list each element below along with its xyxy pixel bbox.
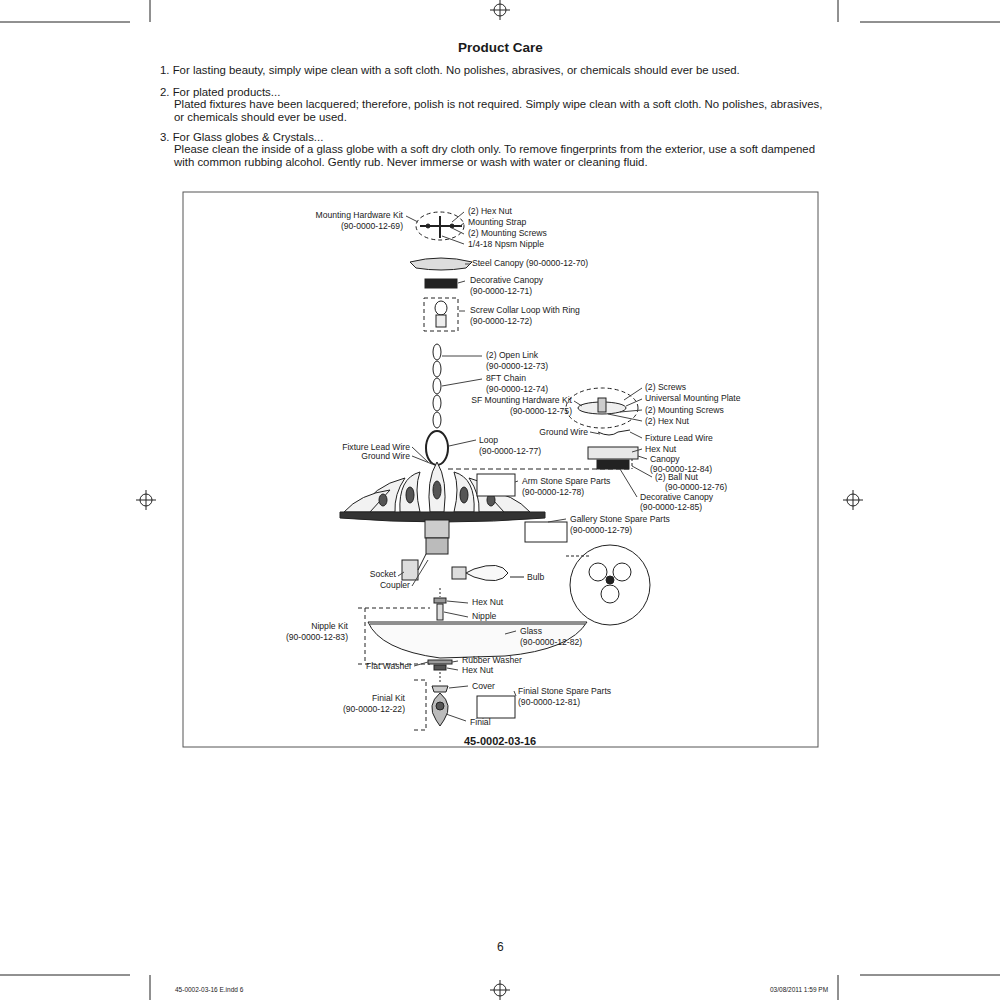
part-label: Gallery Stone Spare Parts [570, 515, 670, 524]
part-label: Rubber Washer [462, 656, 522, 665]
part-label: (90-0000-12-74) [486, 385, 548, 394]
part-label: Ground Wire [361, 452, 410, 461]
page-footer: 03/08/2011 1:59 PM [770, 986, 828, 993]
part-label: Arm Stone Spare Parts [522, 477, 610, 486]
part-label: Nipple [472, 612, 496, 621]
care-instruction: Plated fixtures have been lacquered; the… [174, 98, 824, 123]
part-label: (90-0000-12-71) [470, 287, 532, 296]
part-label: Bulb [527, 573, 544, 582]
part-label: Screw Collar Loop With Ring [470, 306, 580, 315]
part-label: (90-0000-12-73) [486, 362, 548, 371]
part-label: (90-0000-12-82) [520, 638, 582, 647]
part-label: 1/4-18 Npsm Nipple [468, 240, 544, 249]
part-label: Glass [520, 627, 542, 636]
part-label: Universal Mounting Plate [645, 394, 741, 403]
part-label: Hex Nut [645, 445, 676, 454]
part-label: Finial Kit [372, 694, 405, 703]
part-label: 8FT Chain [486, 374, 526, 383]
page-footer: 6 [497, 941, 504, 954]
part-label: (90-0000-12-22) [343, 705, 405, 714]
part-label: (90-0000-12-76) [665, 483, 727, 492]
page-footer: 45-0002-03-16 E.indd 6 [175, 986, 243, 993]
part-label: (90-0000-12-81) [518, 698, 580, 707]
part-label: Mounting Strap [468, 218, 526, 227]
page-title: Product Care [458, 41, 543, 56]
part-label: (2) Open Link [486, 351, 538, 360]
part-label: (90-0000-12-79) [570, 526, 632, 535]
part-label: Fixture Lead Wire [645, 434, 713, 443]
part-label: (2) Mounting Screws [468, 229, 547, 238]
part-label: Flat Washer [366, 662, 412, 671]
part-label: Hex Nut [462, 666, 493, 675]
part-label: (90-0000-12-83) [286, 633, 348, 642]
part-label: Decorative Canopy [640, 493, 713, 502]
part-label: Coupler [380, 581, 410, 590]
part-label: Socket [370, 570, 396, 579]
care-instruction: Please clean the inside of a glass globe… [174, 143, 824, 168]
part-label: (2) Hex Nut [645, 417, 689, 426]
part-label: (2) Ball Nut [655, 473, 698, 482]
part-label: (90-0000-12-85) [640, 503, 702, 512]
part-label: (90-0000-12-75) [510, 407, 572, 416]
part-label: (90-0000-12-72) [470, 317, 532, 326]
part-label: Finial Stone Spare Parts [518, 687, 611, 696]
part-label: Steel Canopy (90-0000-12-70) [472, 259, 588, 268]
care-instruction: 2. For plated products... [160, 86, 280, 99]
part-label: Nipple Kit [311, 622, 348, 631]
part-label: (90-0000-12-78) [522, 488, 584, 497]
part-label: Cover [472, 682, 495, 691]
part-label: Mounting Hardware Kit [316, 211, 403, 220]
part-label: Ground Wire [539, 428, 588, 437]
care-instruction: 3. For Glass globes & Crystals... [160, 131, 323, 144]
part-label: (2) Hex Nut [468, 207, 512, 216]
part-label: Loop [479, 436, 498, 445]
part-label: Hex Nut [472, 598, 503, 607]
part-label: Canopy [650, 455, 680, 464]
page-footer: 45-0002-03-16 [464, 735, 536, 747]
part-label: (2) Screws [645, 383, 686, 392]
part-label: (90-0000-12-77) [479, 447, 541, 456]
part-label: (2) Mounting Screws [645, 406, 724, 415]
care-instruction: 1. For lasting beauty, simply wipe clean… [160, 64, 740, 77]
part-label: SF Mounting Hardware Kit [471, 396, 572, 405]
part-label: Finial [470, 718, 491, 727]
part-label: (90-0000-12-69) [341, 222, 403, 231]
part-label: Decorative Canopy [470, 276, 543, 285]
